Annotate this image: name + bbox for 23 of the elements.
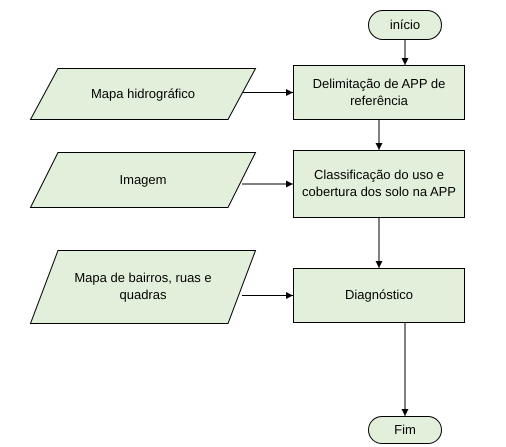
node-label: Diagnóstico <box>345 287 413 304</box>
node-label: Delimitação de APP de referência <box>312 76 446 110</box>
arrow <box>402 40 408 66</box>
node-label: início <box>390 16 420 34</box>
node-label: Mapa de bairros, ruas e quadras <box>73 270 213 304</box>
data-parallelogram <box>30 68 256 120</box>
process-box <box>293 268 465 323</box>
node-label: Fim <box>394 422 416 438</box>
arrow <box>242 89 294 96</box>
terminal-pill <box>368 10 442 40</box>
node-label: Mapa hidrográfico <box>90 86 196 102</box>
arrow <box>376 218 382 268</box>
data-parallelogram <box>30 250 256 324</box>
arrow <box>242 292 294 299</box>
arrow <box>376 120 382 150</box>
arrow <box>242 180 294 188</box>
terminal-pill <box>368 416 442 444</box>
process-box <box>293 65 465 120</box>
node-label: Imagem <box>120 172 166 188</box>
arrow <box>402 322 408 416</box>
data-parallelogram <box>30 152 256 208</box>
process-box <box>293 150 465 218</box>
node-label: Classificação do uso e cobertura dos solo na APP <box>301 167 457 201</box>
